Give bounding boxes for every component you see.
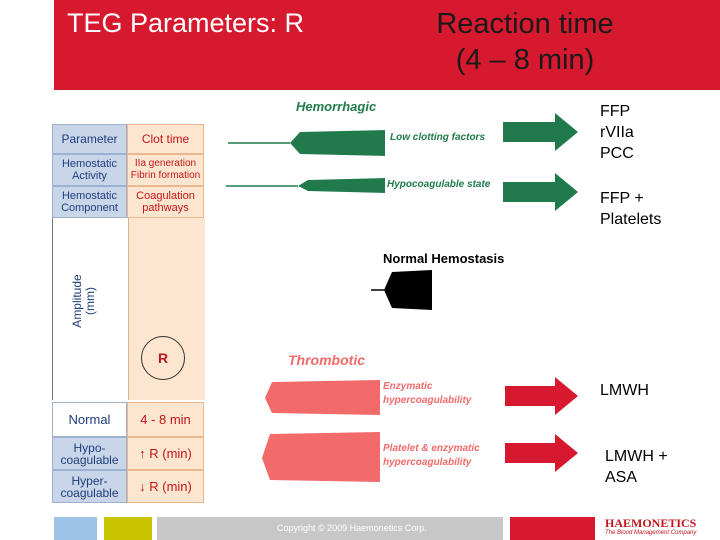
header-bar: [54, 0, 720, 90]
table-cell-hypocoagulable: Hypo-coagulable: [52, 437, 127, 470]
label-low-clotting-factors: Low clotting factors: [390, 132, 485, 143]
haemonetics-logo: HAEMONETICS: [605, 516, 697, 530]
table-cell-hypo-r: ↑ R (min): [127, 437, 204, 470]
treatment-hemorrhagic-2: FFP + Platelets: [600, 190, 662, 228]
slide-title: TEG Parameters: R: [67, 8, 305, 38]
treatment-thrombotic-2: LMWH + ASA: [605, 448, 668, 486]
table-header-clot-time: Clot time: [127, 124, 204, 154]
table-cell-normal: Normal: [52, 402, 127, 437]
subtitle-line-2: (4 – 8 min): [455, 44, 595, 76]
footer-bar-gray: [157, 517, 503, 540]
table-cell-hypercoagulable: Hyper-coagulable: [52, 470, 127, 503]
table-header-parameter: Parameter: [52, 124, 127, 154]
trace-hypocoagulable-state: [226, 178, 385, 193]
arrow-red-2: [505, 434, 578, 472]
treatment-hemorrhagic-1: FFP rVIIa PCC: [600, 103, 634, 162]
footer-block-yellow: [104, 517, 152, 540]
label-hypocoagulable-state: Hypocoagulable state: [387, 179, 491, 190]
hemorrhagic-title: Hemorrhagic: [296, 99, 377, 114]
table-cell-hemostatic-component: Hemostatic Component: [52, 186, 127, 218]
arrow-green-2: [503, 173, 578, 211]
normal-hemostasis-title: Normal Hemostasis: [383, 251, 505, 266]
teg-trace-area: Amplitude (mm) R: [52, 218, 205, 400]
trace-enzymatic: [265, 380, 380, 415]
table-cell-normal-range: 4 - 8 min: [127, 402, 204, 437]
slide-subtitle: Reaction time (4 – 8 min): [390, 6, 660, 78]
label-enzymatic: Enzymatic hypercoagulability: [383, 381, 472, 406]
trace-low-clotting-factors: [228, 130, 385, 156]
copyright-text: Copyright © 2009 Haemonetics Corp.: [277, 523, 427, 533]
trace-platelet-enzymatic: [262, 432, 380, 482]
footer-block-blue: [54, 517, 97, 540]
subtitle-line-1: Reaction time: [436, 8, 614, 40]
treatment-thrombotic-1: LMWH: [600, 382, 649, 399]
thrombotic-title: Thrombotic: [288, 352, 365, 368]
trace-normal-hemostasis: [371, 270, 432, 310]
table-cell-hemostatic-activity: Hemostatic Activity: [52, 154, 127, 186]
table-cell-coagulation-pathways: Coagulation pathways: [127, 186, 204, 218]
arrow-green-1: [503, 113, 578, 151]
haemonetics-tagline: The Blood Management Company: [605, 530, 697, 536]
label-platelet-enzymatic: Platelet & enzymatic hypercoagulability: [383, 443, 480, 468]
footer-block-red: [510, 517, 595, 540]
arrow-red-1: [505, 377, 578, 415]
r-marker: R: [141, 336, 185, 380]
table-cell-hyper-r: ↓ R (min): [127, 470, 204, 503]
table-cell-iia-generation: IIa generation Fibrin formation: [127, 154, 204, 186]
